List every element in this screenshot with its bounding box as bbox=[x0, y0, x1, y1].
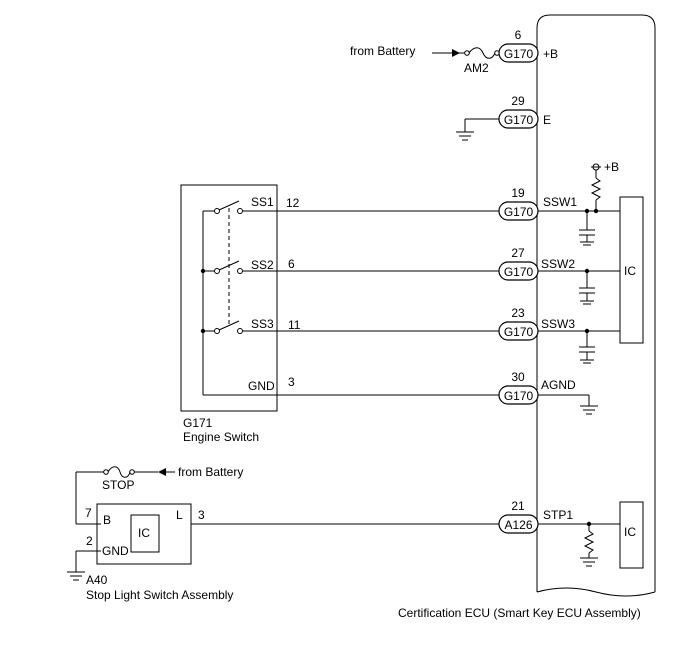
connector-g170-30: G170 bbox=[498, 385, 539, 405]
es-label-ss3: SS3 bbox=[251, 317, 274, 331]
engine-switch-box bbox=[180, 184, 278, 412]
terminal-stp1: STP1 bbox=[543, 508, 573, 522]
ground-symbol-agnd bbox=[580, 405, 598, 415]
pin-19: 19 bbox=[511, 186, 525, 200]
svg-text:G170: G170 bbox=[504, 389, 534, 403]
stop-light-switch-name: Stop Light Switch Assembly bbox=[86, 588, 233, 602]
pullup-resistor bbox=[590, 177, 602, 201]
pin-21: 21 bbox=[511, 499, 525, 513]
sls-label-gnd: GND bbox=[102, 544, 129, 558]
terminal-ssw2: SSW2 bbox=[541, 257, 575, 271]
pin-29: 29 bbox=[511, 94, 525, 108]
stop-light-ic-box bbox=[130, 514, 160, 553]
sls-pin-2: 2 bbox=[86, 534, 93, 548]
connector-g170-19: G170 bbox=[498, 201, 539, 221]
svg-text:G170: G170 bbox=[504, 325, 534, 339]
terminal-ssw1: SSW1 bbox=[543, 195, 577, 209]
engine-switch-code: G171 bbox=[183, 416, 213, 430]
fuse-am2 bbox=[468, 47, 496, 59]
stop-light-ic-label: IC bbox=[138, 526, 150, 540]
connector-a126-21: A126 bbox=[498, 514, 539, 534]
stop-light-switch-code: A40 bbox=[86, 573, 108, 587]
capacitor-ssw1 bbox=[579, 208, 595, 246]
es-pin-11: 11 bbox=[288, 318, 301, 332]
pin-23: 23 bbox=[511, 306, 525, 320]
stop-light-switch-box bbox=[96, 503, 192, 565]
es-label-ss1: SS1 bbox=[251, 195, 274, 209]
ground-symbol-e bbox=[456, 131, 474, 141]
ground-symbol-stp1 bbox=[580, 557, 598, 567]
ecu-ic2-box bbox=[619, 501, 644, 569]
engine-switch-name: Engine Switch bbox=[183, 430, 259, 444]
from-battery-top: from Battery bbox=[350, 44, 415, 58]
es-label-gnd: GND bbox=[248, 379, 275, 393]
svg-text:A126: A126 bbox=[504, 518, 532, 532]
sls-pin-7: 7 bbox=[85, 506, 92, 520]
fuse-stop bbox=[107, 466, 131, 478]
terminal-e: E bbox=[543, 113, 551, 127]
terminal-agnd: AGND bbox=[541, 378, 576, 392]
capacitor-ssw2 bbox=[579, 268, 595, 305]
es-pin-3: 3 bbox=[288, 375, 295, 389]
terminal-ssw3: SSW3 bbox=[541, 317, 575, 331]
ecu-outline bbox=[536, 14, 656, 592]
connector-g170-6: G170 bbox=[498, 43, 539, 63]
from-battery-bottom: from Battery bbox=[178, 465, 243, 479]
pullup-label: +B bbox=[604, 160, 619, 174]
pin-27: 27 bbox=[511, 246, 525, 260]
terminal-plus-b: +B bbox=[543, 47, 558, 61]
ecu-ic-label: IC bbox=[624, 264, 636, 278]
sls-pin-3: 3 bbox=[198, 508, 205, 522]
svg-text:G170: G170 bbox=[504, 205, 534, 219]
svg-text:G170: G170 bbox=[504, 47, 534, 61]
stp1-pulldown-resistor bbox=[583, 530, 595, 554]
es-pin-12: 12 bbox=[286, 196, 300, 210]
switch-ss3 bbox=[214, 320, 243, 334]
es-label-ss2: SS2 bbox=[251, 258, 274, 272]
es-pin-6: 6 bbox=[288, 257, 295, 271]
svg-text:G170: G170 bbox=[504, 265, 534, 279]
ecu-break-line bbox=[536, 587, 656, 597]
sls-label-b: B bbox=[103, 513, 111, 527]
connector-g170-23: G170 bbox=[498, 321, 539, 341]
capacitor-ssw3 bbox=[579, 328, 595, 364]
pin-30: 30 bbox=[511, 370, 525, 384]
svg-text:G170: G170 bbox=[504, 113, 534, 127]
pin-6: 6 bbox=[515, 28, 522, 42]
sls-label-l: L bbox=[176, 508, 183, 522]
connector-g170-29: G170 bbox=[498, 109, 539, 129]
ground-symbol-sls bbox=[67, 571, 85, 581]
ecu-ic-box bbox=[619, 196, 644, 344]
fuse-am2-label: AM2 bbox=[464, 61, 489, 75]
ecu-ic2-label: IC bbox=[624, 525, 636, 539]
fuse-stop-label: STOP bbox=[102, 478, 134, 492]
ecu-label: Certification ECU (Smart Key ECU Assembl… bbox=[398, 606, 641, 620]
connector-g170-27: G170 bbox=[498, 261, 539, 281]
